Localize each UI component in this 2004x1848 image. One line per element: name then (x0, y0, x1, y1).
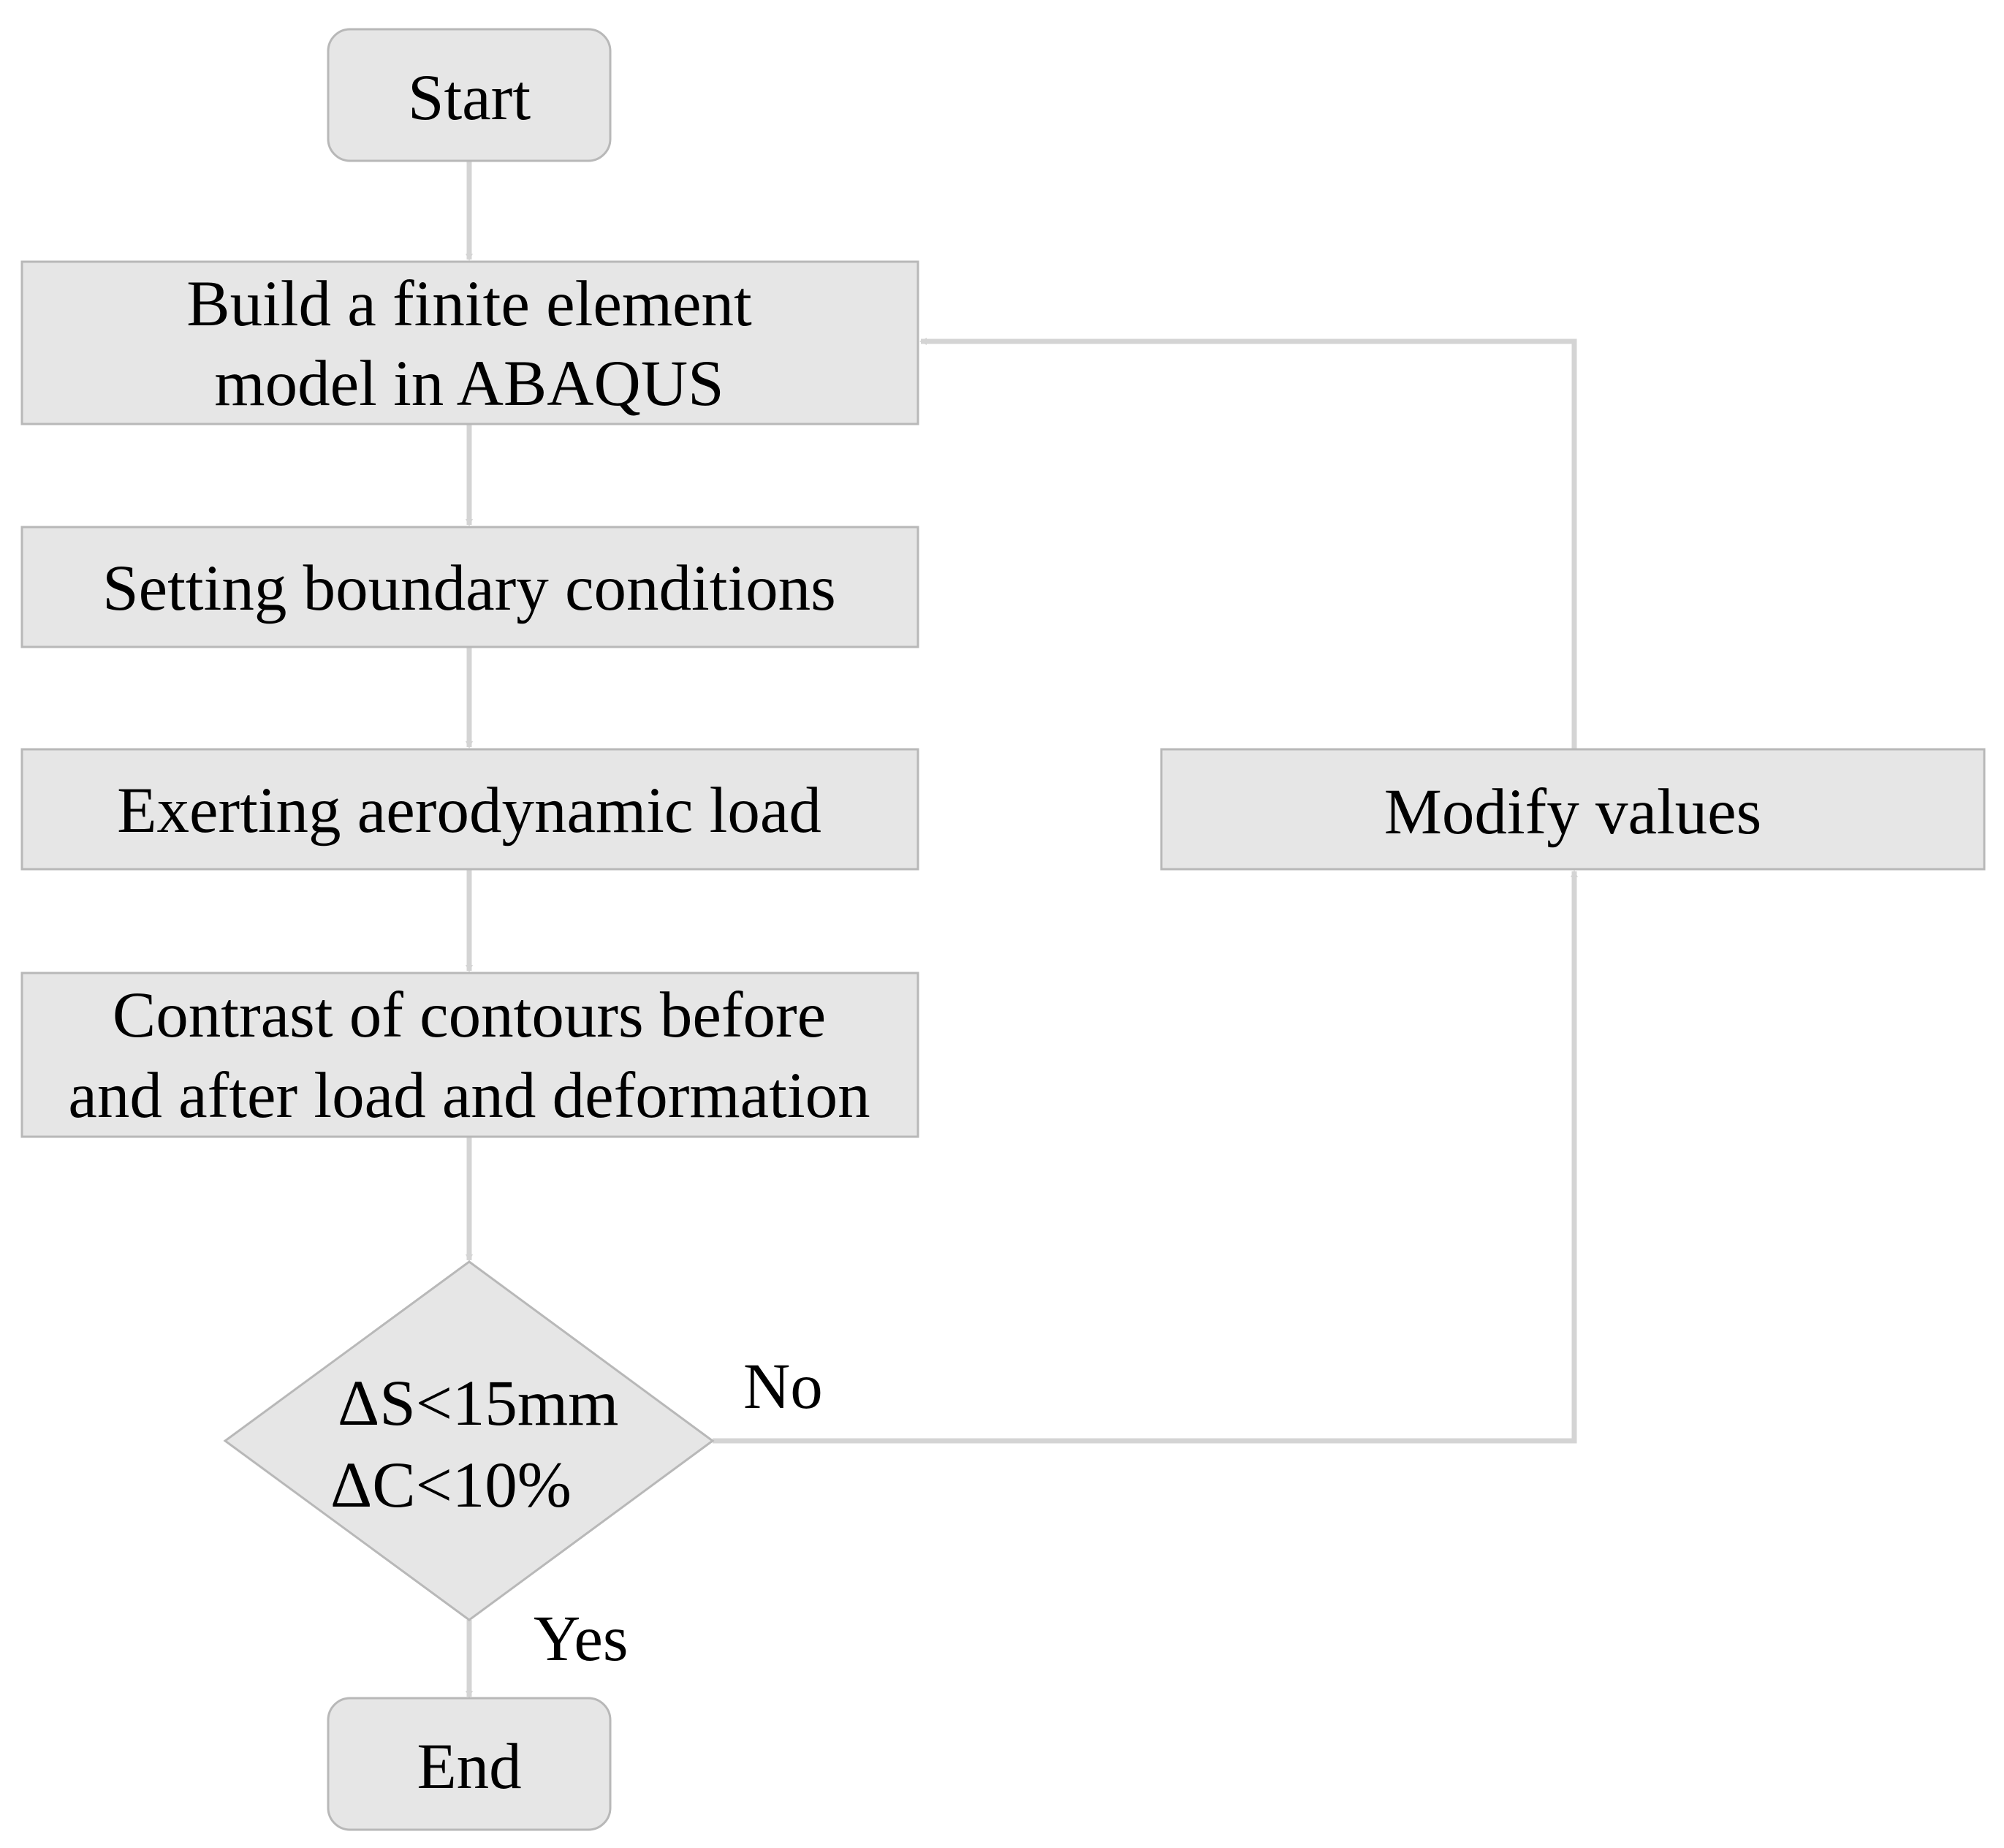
load-node: Exerting aerodynamic load (20, 748, 919, 871)
contrast-node-label-line2: and after load and deformation (68, 1060, 870, 1132)
decision-node-label-line1: ΔS<15mm (338, 1368, 618, 1439)
boundary-node-label: Setting boundary conditions (102, 553, 836, 624)
end-node: End (327, 1697, 612, 1831)
modify-node-shape (1160, 748, 1986, 871)
contrast-node: Contrast of contours before and after lo… (20, 972, 919, 1138)
decision-node-label-line2: ΔC<10% (330, 1450, 572, 1521)
load-node-label: Exerting aerodynamic load (117, 775, 821, 847)
decision-node: ΔS<15mm ΔC<10% (223, 1260, 715, 1621)
modify-node-label: Modify values (1384, 776, 1762, 848)
start-node: Start (327, 28, 612, 162)
arrow-modify-to-build (919, 338, 1577, 749)
decision-node-shape (223, 1260, 715, 1621)
build-model-node-label-line2: model in ABAQUS (214, 348, 724, 420)
end-node-label: End (417, 1731, 521, 1803)
start-node-label: Start (408, 62, 531, 134)
build-model-node-label-line1: Build a finite element (186, 268, 752, 340)
no-edge-label: No (743, 1351, 823, 1423)
end-node-shape (327, 1697, 612, 1831)
modify-node: Modify values (1160, 748, 1986, 871)
load-node-shape (20, 748, 919, 871)
arrow-decision-no-to-modify (713, 870, 1578, 1444)
start-node-shape (327, 28, 612, 162)
contrast-node-shape (20, 972, 919, 1138)
contrast-node-label-line1: Contrast of contours before (113, 980, 826, 1051)
build-model-node: Build a finite element model in ABAQUS (20, 260, 919, 425)
connectors (466, 162, 1578, 1698)
boundary-node-shape (20, 526, 919, 648)
build-model-node-shape (20, 260, 919, 425)
boundary-node: Setting boundary conditions (20, 526, 919, 648)
yes-edge-label: Yes (534, 1603, 629, 1675)
